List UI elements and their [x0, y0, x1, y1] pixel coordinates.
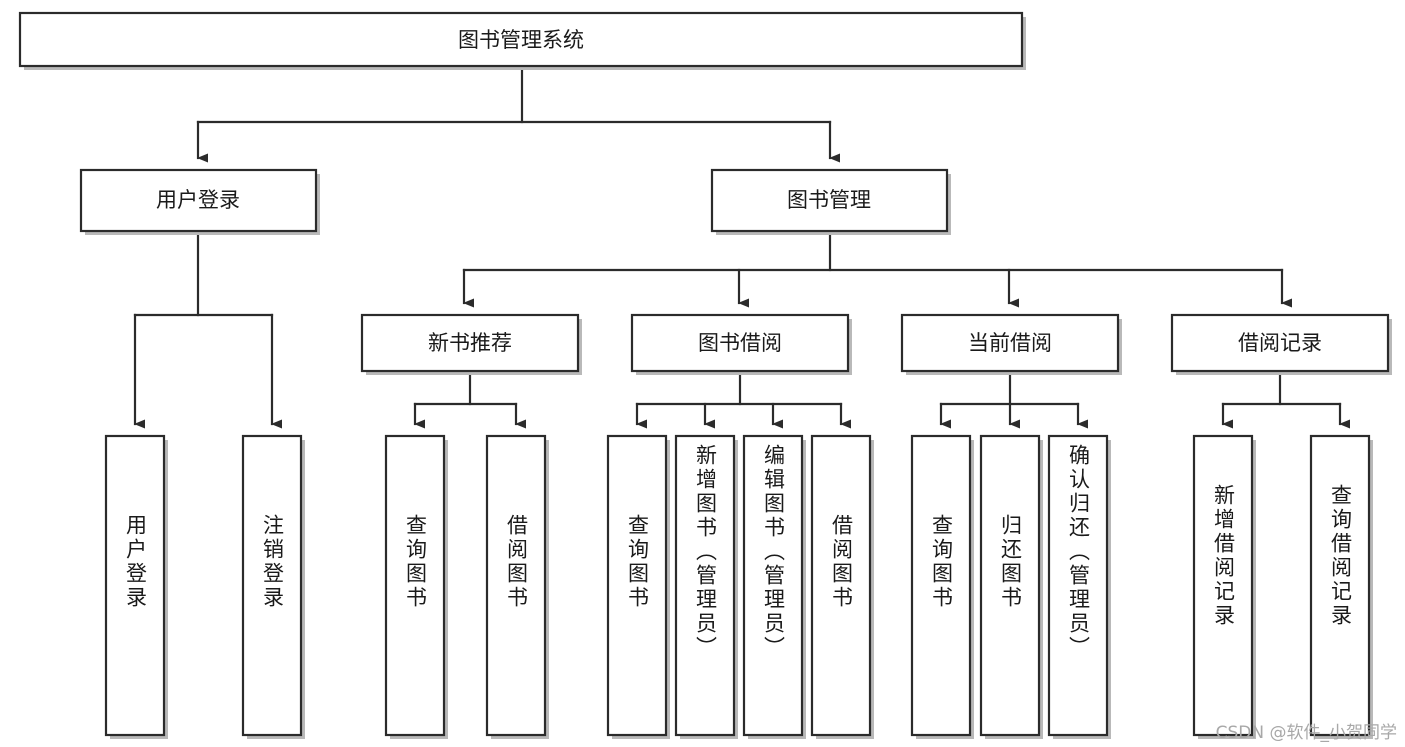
node-leaf-confirm-return[interactable] — [1047, 434, 1111, 739]
node-leaf-return-book[interactable] — [979, 434, 1043, 739]
node-leaf-borrow-book-1[interactable] — [485, 434, 549, 739]
node-leaf-borrow-book-2[interactable] — [810, 434, 874, 739]
edge-group-current-borrow-to-leaves — [939, 374, 1088, 429]
node-leaf-query-book-2[interactable] — [606, 434, 670, 739]
node-user-login-label: 用户登录 — [156, 188, 240, 212]
node-book-management-label: 图书管理 — [787, 188, 871, 212]
node-current-borrow[interactable]: 当前借阅 — [900, 313, 1122, 375]
node-book-management[interactable]: 图书管理 — [710, 168, 951, 235]
node-borrow-record-label: 借阅记录 — [1238, 331, 1322, 355]
node-leaf-query-borrow-record[interactable] — [1309, 434, 1373, 739]
node-leaf-query-book-3[interactable] — [910, 434, 974, 739]
node-book-borrow[interactable]: 图书借阅 — [630, 313, 852, 375]
node-leaf-add-borrow-record[interactable] — [1192, 434, 1256, 739]
node-leaf-add-book[interactable] — [674, 434, 738, 739]
node-new-book-recommend[interactable]: 新书推荐 — [360, 313, 582, 375]
node-leaf-user-logout[interactable] — [241, 434, 305, 739]
node-title-label: 图书管理系统 — [458, 28, 584, 52]
node-leaf-user-login[interactable] — [104, 434, 168, 739]
node-current-borrow-label: 当前借阅 — [968, 331, 1052, 355]
node-new-book-recommend-label: 新书推荐 — [428, 331, 512, 355]
node-user-login[interactable]: 用户登录 — [79, 168, 320, 235]
edge-group-book-management-to-level3 — [462, 232, 1292, 308]
edge-group-root-to-level2 — [196, 65, 840, 163]
node-title[interactable]: 图书管理系统 — [18, 11, 1026, 70]
edge-group-borrow-record-to-leaves — [1221, 374, 1350, 429]
node-leaf-query-book-1[interactable] — [384, 434, 448, 739]
edge-group-user-login-to-leaves — [133, 232, 282, 429]
edge-group-book-borrow-to-leaves — [635, 374, 851, 429]
node-borrow-record[interactable]: 借阅记录 — [1170, 313, 1392, 375]
node-book-borrow-label: 图书借阅 — [698, 331, 782, 355]
edge-group-new-book-recommend-to-leaves — [413, 374, 526, 429]
node-leaf-edit-book[interactable] — [742, 434, 806, 739]
